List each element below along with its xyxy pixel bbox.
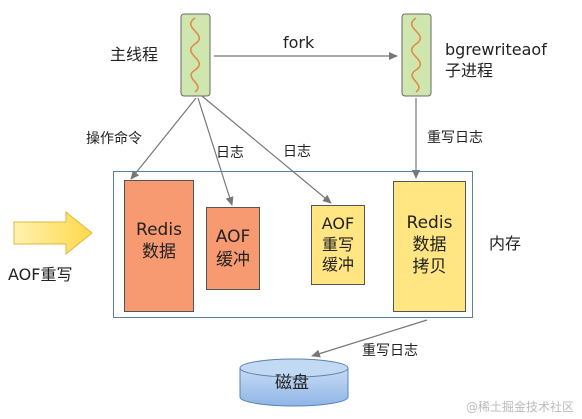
redis-data-line1: Redis [136,220,182,240]
thread-squiggle-icon [189,17,201,93]
aof-rewrite-label: AOF重写 [8,265,73,284]
aof-buffer-box: AOF 缓冲 [206,207,260,290]
rewrite-log-label-top: 重写日志 [427,130,483,146]
redis-copy-line3: 拷贝 [412,257,447,278]
log-to-aof-buffer-arrow [197,97,234,206]
watermark: @稀土掘金技术社区 [465,400,574,414]
rewrite-log-arrow-bottom [311,319,428,358]
aof-rewrite-buffer-box: AOF 重写 缓冲 [311,205,365,285]
disk-label: 磁盘 [275,373,309,393]
rewrite-log-label-bottom: 重写日志 [362,343,418,359]
aof-rewrite-buffer-line3: 缓冲 [321,255,354,275]
main-thread-label: 主线程 [110,45,159,64]
redis-data-box: Redis 数据 [124,180,194,312]
aof-rewrite-buffer-line1: AOF [321,213,355,233]
aof-buffer-line2: 缓冲 [216,249,250,270]
child-process-label-line2: 子进程 [445,61,494,80]
aof-rewrite-buffer-line2: 重写 [321,234,354,254]
aof-rewrite-big-arrow [13,210,93,256]
log-label-right: 日志 [283,144,311,160]
op-command-arrow [130,97,197,180]
redis-copy-line1: Redis [406,213,453,233]
child-process-block [401,13,432,97]
log-to-rewrite-buffer-arrow [201,95,332,204]
disk-cylinder [239,358,349,407]
redis-copy-box: Redis 数据 拷贝 [393,181,466,312]
redis-data-line2: 数据 [142,242,176,263]
child-process-label-line1: bgrewriteaof [445,40,547,59]
log-label-left: 日志 [216,145,244,161]
main-thread-block [180,13,211,97]
op-command-label: 操作命令 [86,131,142,147]
thread-squiggle-icon [410,17,422,93]
redis-copy-line2: 数据 [412,235,447,256]
aof-buffer-line1: AOF [215,227,251,248]
memory-region [113,171,473,318]
memory-label: 内存 [489,234,522,253]
fork-label: fork [283,33,315,52]
